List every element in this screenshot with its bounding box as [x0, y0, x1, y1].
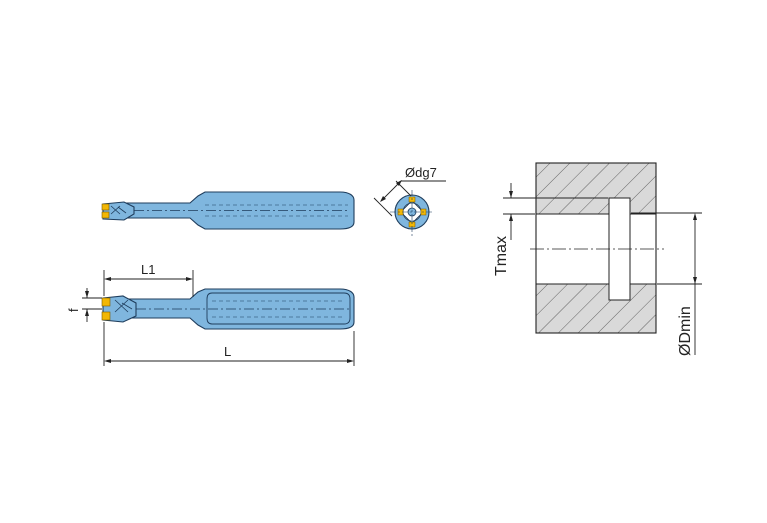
tool-top-view [101, 191, 355, 230]
shank-diameter-label: Ødg7 [405, 165, 437, 180]
insert-top-2 [101, 211, 110, 219]
tool-head-top [102, 201, 135, 221]
dimensions-tool [82, 270, 355, 366]
tmax-label: Tmax [493, 236, 510, 276]
overall-length-label: L [224, 344, 231, 359]
tool-side-view [101, 288, 355, 330]
insert-side-1 [101, 297, 111, 307]
f-label: f [66, 308, 81, 312]
tmax-dimension [503, 183, 608, 240]
tool-body-top [124, 191, 355, 230]
insert-top-1 [101, 203, 110, 211]
insert-side-2 [101, 311, 111, 321]
shank-diameter-dimension [373, 180, 446, 217]
workpiece-section [530, 162, 664, 334]
l1-label: L1 [141, 262, 155, 277]
tool-end-view [390, 190, 434, 236]
dmin-dimension [631, 212, 702, 355]
dmin-label: ØDmin [677, 306, 694, 356]
